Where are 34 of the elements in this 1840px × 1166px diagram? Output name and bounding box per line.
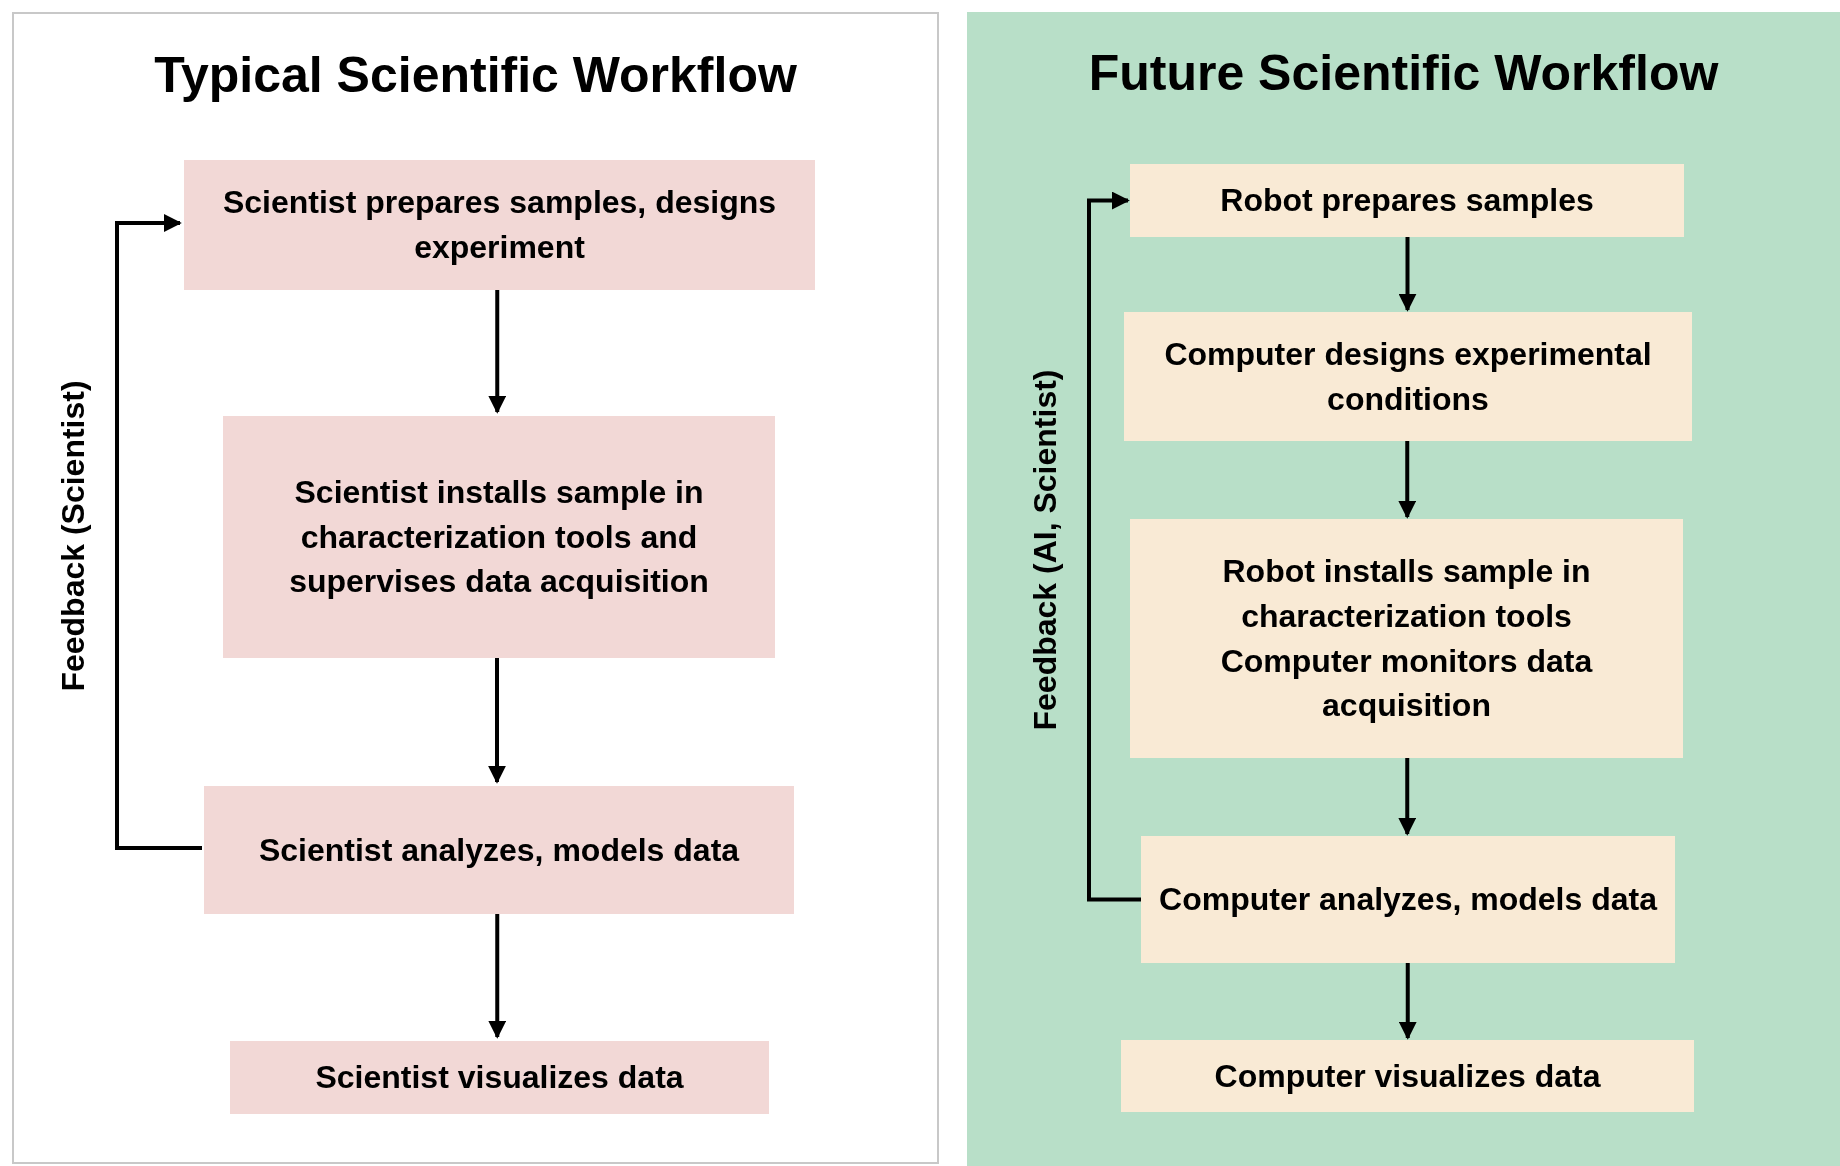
- process-box: [204, 786, 794, 914]
- edge-label: Feedback (Scientist): [57, 379, 89, 692]
- process-box: [1141, 836, 1675, 963]
- process-box: [230, 1041, 769, 1114]
- box-text: Computer monitors data acquisition: [1219, 641, 1594, 726]
- panel-title: Typical Scientific Workflow: [153, 46, 798, 105]
- arrow: [488, 656, 506, 784]
- edge-label: Feedback (AI, Scientist): [1029, 369, 1061, 731]
- box-text: Computer visualizes data: [1214, 1056, 1601, 1096]
- process-box: [1130, 519, 1683, 758]
- arrow: [1398, 237, 1417, 312]
- panel: [12, 12, 939, 1164]
- arrow: [1398, 758, 1417, 836]
- process-box: [184, 160, 815, 290]
- box-text: Computer analyzes, models data: [1159, 880, 1657, 920]
- box-text: Robot prepares samples: [1220, 181, 1594, 221]
- arrow: [1398, 441, 1417, 519]
- panel: [967, 12, 1840, 1166]
- arrow: [1087, 191, 1141, 902]
- process-box: [1124, 312, 1692, 441]
- process-box: [223, 416, 775, 658]
- panel-title: Future Scientific Workflow: [1087, 44, 1720, 103]
- process-box: [1130, 164, 1684, 237]
- arrow: [115, 214, 202, 850]
- arrow: [1398, 963, 1417, 1040]
- box-text: Scientist prepares samples, designs experiment: [221, 183, 778, 267]
- box-text: Scientist analyzes, models data: [258, 830, 740, 870]
- process-box: [1121, 1040, 1694, 1112]
- box-text: Scientist visualizes data: [315, 1058, 684, 1098]
- arrow: [488, 288, 507, 414]
- box-text: Scientist installs sample in characterization tools and supervises data acquisition: [288, 472, 710, 602]
- box-text: Computer designs experimental conditions: [1163, 334, 1653, 419]
- arrow: [488, 912, 507, 1039]
- box-text: Robot installs sample in characterization tools: [1221, 551, 1592, 636]
